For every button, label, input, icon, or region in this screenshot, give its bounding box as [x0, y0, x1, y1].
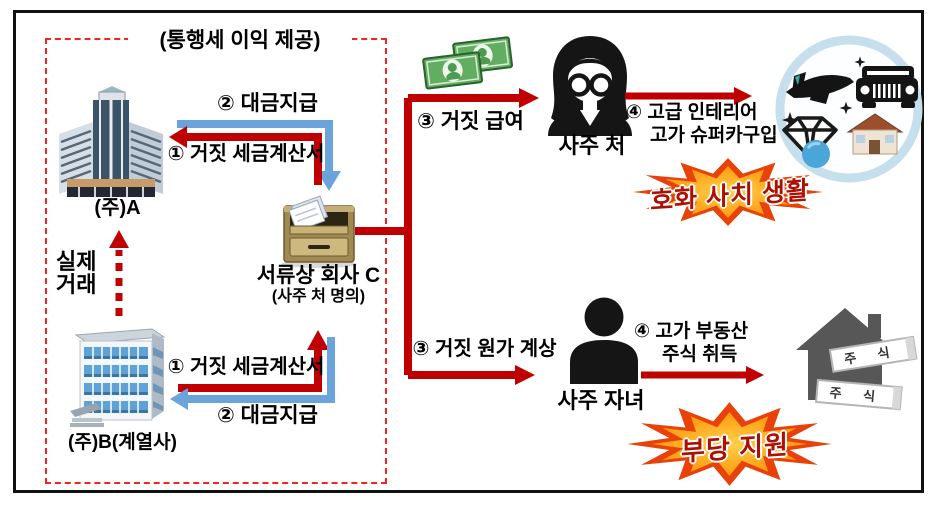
wife-name-label: 사주 처	[558, 133, 626, 158]
outer-frame	[13, 10, 924, 493]
svg-text:주 식: 주 식	[829, 385, 885, 405]
payment-arrow-a-to-c	[177, 120, 341, 191]
false-cost-label: ③ 거짓 원가 계상	[412, 338, 557, 360]
wife-icon	[548, 36, 632, 136]
arrows-b-c	[170, 330, 335, 410]
arrows-a-c	[169, 120, 341, 191]
company-b-label: (주)B(계열사)	[68, 432, 177, 453]
house-stocks-icon: 주 식 주 식	[796, 308, 918, 411]
stock-certificate: 주 식	[814, 378, 903, 411]
person-icon	[570, 297, 638, 384]
luxury-purchase-arrow	[625, 87, 752, 105]
company-a-label: (주)A	[94, 197, 141, 219]
payment-label-a-c: ② 대금지급	[217, 92, 318, 115]
paper-company-name: 서류상 회사 C	[256, 264, 381, 287]
stock-certificate: 주 식	[828, 335, 918, 373]
building-a-icon	[59, 86, 163, 197]
money-bills-icon	[422, 36, 514, 90]
real-transaction-label: 실제 거래	[56, 249, 97, 297]
starburst-icon	[633, 158, 823, 226]
luxury-items-icon	[775, 35, 923, 183]
building-b-icon	[70, 328, 166, 427]
luxury-purchase-label: ④ 고급 인테리어 고가 슈퍼카구입	[626, 102, 778, 146]
false-salary-label: ③ 거짓 급여	[417, 110, 524, 133]
asset-acquisition-arrow	[641, 366, 764, 384]
car-icon	[856, 66, 918, 108]
house-icon	[846, 113, 904, 155]
real-transaction-arrow	[109, 230, 129, 316]
paper-company-owner: (사주 처 명의)	[271, 288, 366, 305]
payment-arrow-c-to-b	[170, 337, 335, 410]
asset-acquisition-label: ④ 고가 부동산 주식 취득	[634, 321, 749, 365]
invoice-arrow-c-to-a	[169, 126, 322, 185]
starburst-icon	[627, 402, 832, 486]
branch-connector-arrows	[355, 88, 539, 385]
sparkle-icons	[782, 56, 866, 128]
cost-arrow-to-child	[408, 365, 535, 385]
file-cabinet-icon	[281, 195, 357, 268]
salary-arrow-to-wife	[408, 88, 539, 108]
child-name-label: 사주 자녀	[557, 388, 645, 413]
payment-label-b-c: ② 대금지급	[217, 404, 318, 427]
airplane-icon	[786, 72, 854, 104]
invoice-label-a-c: ① 거짓 세금계산서	[167, 143, 325, 165]
invoice-label-b-c: ① 거짓 세금계산서	[167, 356, 325, 378]
invoice-arrow-b-to-c	[178, 330, 329, 392]
group-box-title: (통행세 이익 제공)	[128, 24, 352, 54]
